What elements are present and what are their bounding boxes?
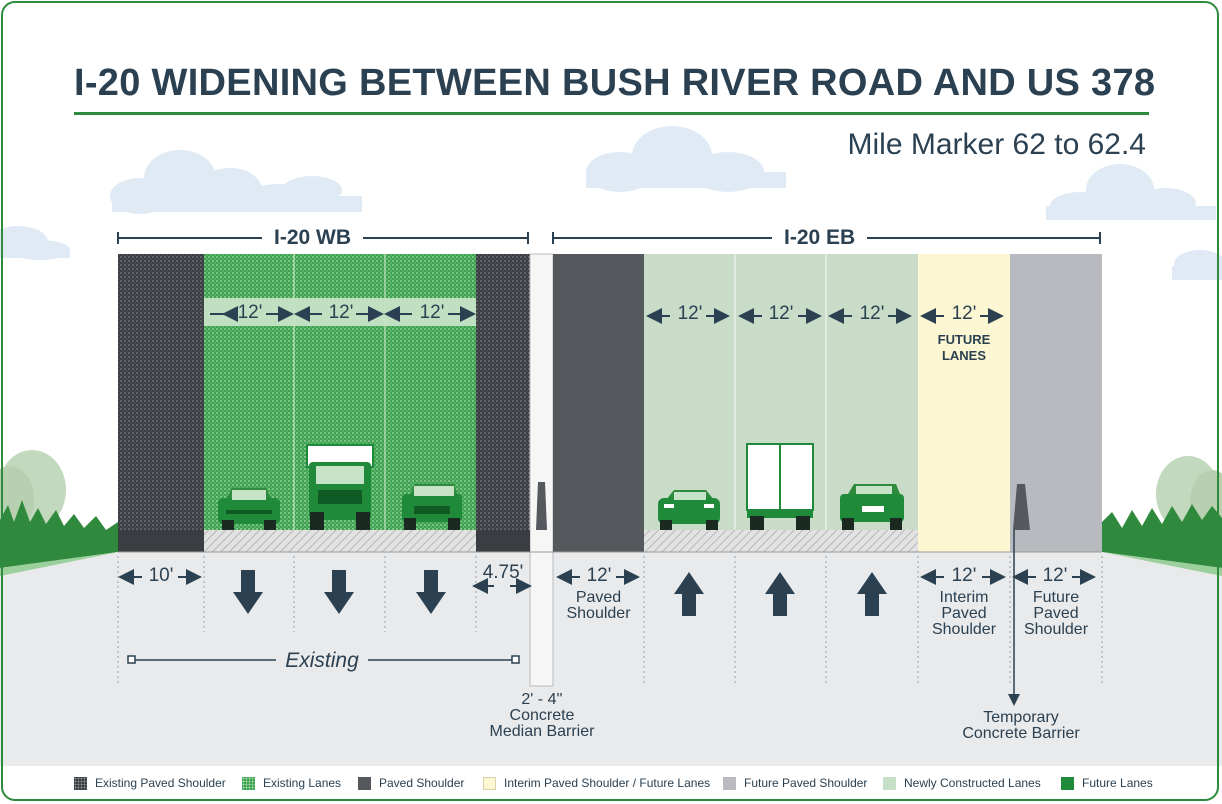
interim-shoulder-label-line2: Paved <box>941 605 987 622</box>
eb-future-shoulder-width: 12' <box>1042 565 1068 586</box>
wb-car-2-icon <box>402 484 462 530</box>
legend-item-existing-shoulder: Existing Paved Shoulder <box>74 776 226 790</box>
wb-direction-label: I-20 WB <box>262 226 364 250</box>
wb-lane-2-width: 12' <box>328 302 354 323</box>
eb-interim-shoulder-width: 12' <box>951 565 977 586</box>
eb-lane-1-width: 12' <box>677 303 703 324</box>
interim-shoulder-label-line3: Shoulder <box>931 621 997 638</box>
legend: Existing Paved Shoulder Existing Lanes P… <box>0 766 1222 796</box>
page-subtitle: Mile Marker 62 to 62.4 <box>847 128 1146 161</box>
existing-label: Existing <box>285 649 359 672</box>
legend-item-paved-shoulder: Paved Shoulder <box>358 776 464 790</box>
legend-item-existing-lanes: Existing Lanes <box>242 776 341 790</box>
existing-bracket <box>127 655 520 664</box>
lane-dimension-arrows <box>210 306 1004 324</box>
temporary-barrier-label-line1: Temporary <box>983 709 1059 726</box>
legend-swatch <box>358 776 371 790</box>
eb-paved-shoulder <box>553 254 644 552</box>
wb-lane-1-direction-icon <box>233 570 263 614</box>
eb-lane-2-direction-icon <box>765 572 795 616</box>
traffic-arrows <box>233 570 887 616</box>
wb-lane-2-direction-icon <box>324 570 354 614</box>
median-label-line2: Concrete <box>509 707 575 724</box>
eb-car-2-icon <box>840 484 904 530</box>
eb-interim-shoulder <box>918 254 1010 552</box>
future-shoulder-label-line1: Future <box>1032 589 1080 606</box>
median-barrier-zone <box>529 253 554 687</box>
clouds <box>0 126 1222 280</box>
eb-truck-icon <box>746 443 814 530</box>
wb-lane-3-width: 12' <box>419 302 445 323</box>
future-lanes-label: FUTURE LANES <box>937 332 991 363</box>
legend-swatch <box>883 776 896 790</box>
legend-item-future-shoulder: Future Paved Shoulder <box>723 776 867 790</box>
temporary-barrier <box>1013 484 1030 530</box>
median-label-line3: Median Barrier <box>489 723 595 740</box>
legend-swatch <box>1061 776 1074 790</box>
legend-swatch <box>74 776 87 790</box>
interim-shoulder-label-line1: Interim <box>939 589 989 606</box>
legend-item-interim: Interim Paved Shoulder / Future Lanes <box>483 776 710 790</box>
wb-lane-3-direction-icon <box>416 570 446 614</box>
median-barrier <box>536 482 547 530</box>
eb-future-lane-width: 12' <box>951 303 977 324</box>
wb-truck-icon <box>306 444 374 530</box>
page-title: I-20 WIDENING BETWEEN BUSH RIVER ROAD AN… <box>74 62 1156 104</box>
temporary-barrier-label-line2: Concrete Barrier <box>962 725 1080 742</box>
eb-inside-shoulder-width: 12' <box>586 565 612 586</box>
wb-inside-shoulder <box>476 254 530 552</box>
title-divider <box>74 112 1149 115</box>
legend-item-newly-constructed: Newly Constructed Lanes <box>883 776 1041 790</box>
legend-swatch <box>723 776 736 790</box>
eb-lane-3-direction-icon <box>857 572 887 616</box>
future-shoulder-label-line3: Shoulder <box>1023 621 1089 638</box>
legend-swatch <box>483 776 496 790</box>
legend-item-future-lanes: Future Lanes <box>1061 776 1153 790</box>
eb-lane-1-direction-icon <box>674 572 704 616</box>
eb-direction-label: I-20 EB <box>772 226 868 250</box>
future-shoulder-label-line2: Paved <box>1033 605 1079 622</box>
wb-lane-1-width: 12' <box>237 302 263 323</box>
paved-shoulder-label-line1: Paved <box>575 589 622 606</box>
wb-inside-shoulder-width: 4.75' <box>482 562 524 583</box>
eb-lane-2-width: 12' <box>768 303 794 324</box>
eb-lane-3-width: 12' <box>859 303 885 324</box>
median-label-line1: 2' - 4'' <box>521 691 563 708</box>
eb-car-1-icon <box>658 490 720 530</box>
wb-car-1-icon <box>218 488 280 530</box>
legend-swatch <box>242 776 255 790</box>
shoulder-dimension-arrows <box>118 569 1096 594</box>
paved-shoulder-label-line2: Shoulder <box>566 605 631 622</box>
wb-outside-shoulder <box>118 254 204 552</box>
wb-outside-shoulder-width: 10' <box>148 565 174 586</box>
